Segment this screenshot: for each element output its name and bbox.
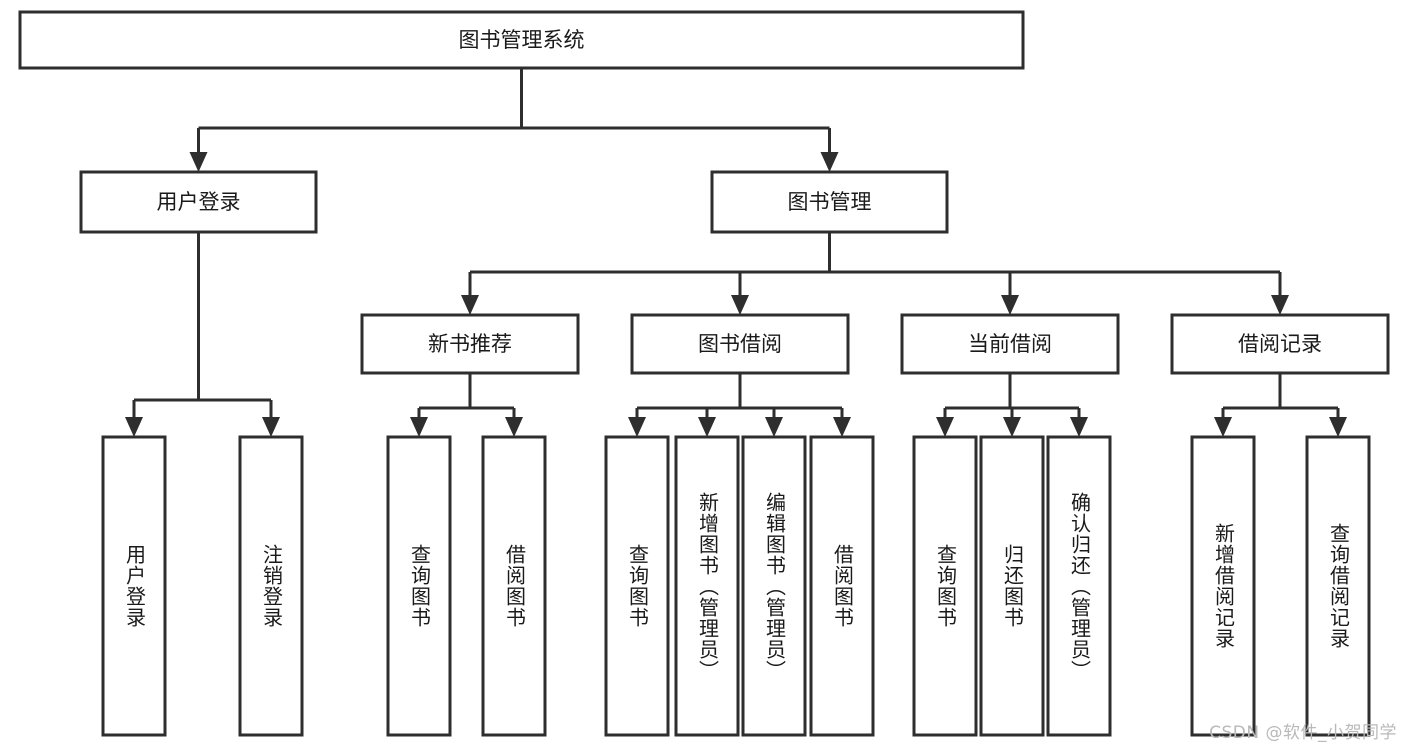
arrow-head-icon (461, 295, 479, 315)
node-layer: 图书管理系统用户登录图书管理新书推荐图书借阅当前借阅借阅记录用户登录注销登录查询… (18, 10, 1390, 737)
node-label: 查询图书 (933, 544, 958, 628)
node-label-wrap: 查询借阅记录 (1326, 523, 1351, 649)
arrow-head-icon (125, 417, 143, 437)
node-box (481, 435, 547, 737)
node-box (1170, 313, 1390, 375)
node-用户登录[interactable]: 用户登录 (79, 170, 318, 234)
node-label: 借阅记录 (1238, 332, 1322, 356)
connector-layer (125, 68, 1347, 437)
arrow-head-icon (262, 417, 280, 437)
node-新增图书管理员[interactable]: 新增图书（管理员） (674, 435, 740, 737)
node-box (1190, 435, 1256, 737)
node-box (674, 435, 740, 737)
node-图书管理系统[interactable]: 图书管理系统 (18, 10, 1025, 70)
node-label: 归还图书 (1000, 544, 1025, 628)
arrow-head-icon (1271, 295, 1289, 315)
node-label: 查询图书 (407, 544, 432, 628)
node-label: 查询借阅记录 (1326, 523, 1351, 649)
arrow-head-icon (936, 417, 954, 437)
node-借阅图书[interactable]: 借阅图书 (809, 435, 875, 737)
node-借阅记录[interactable]: 借阅记录 (1170, 313, 1390, 375)
node-label: 借阅图书 (502, 544, 527, 628)
node-查询借阅记录[interactable]: 查询借阅记录 (1305, 435, 1371, 737)
node-label-wrap: 确认归还（管理员） (1067, 491, 1092, 681)
node-box (238, 435, 304, 737)
arrow-head-icon (189, 152, 208, 172)
arrow-head-icon (698, 417, 716, 437)
node-box (912, 435, 978, 737)
node-box (101, 435, 167, 737)
arrow-head-icon (1003, 417, 1021, 437)
arrow-head-icon (505, 417, 523, 437)
node-box (360, 313, 580, 375)
node-label-wrap: 归还图书 (1000, 544, 1025, 628)
node-label-wrap: 用户登录 (122, 544, 147, 628)
node-label-wrap: 查询图书 (407, 544, 432, 628)
node-label: 用户登录 (122, 544, 147, 628)
node-box (741, 435, 807, 737)
node-label: 新增图书（管理员） (695, 491, 720, 681)
node-label: 新书推荐 (428, 332, 512, 356)
node-图书管理[interactable]: 图书管理 (710, 170, 949, 234)
node-label-wrap: 编辑图书（管理员） (762, 491, 787, 681)
node-用户登录[interactable]: 用户登录 (101, 435, 167, 737)
node-图书借阅[interactable]: 图书借阅 (630, 313, 850, 375)
node-box (18, 10, 1025, 70)
node-box (1046, 435, 1112, 737)
node-label-wrap: 注销登录 (259, 544, 284, 628)
node-box (630, 313, 850, 375)
node-查询图书[interactable]: 查询图书 (386, 435, 452, 737)
arrow-head-icon (1329, 417, 1347, 437)
node-查询图书[interactable]: 查询图书 (604, 435, 670, 737)
node-label: 图书借阅 (698, 332, 782, 356)
node-label: 用户登录 (157, 190, 241, 214)
csdn-watermark: CSDN @软件_小贺同学 (1209, 723, 1397, 743)
node-label: 图书管理系统 (459, 28, 585, 52)
node-box (604, 435, 670, 737)
node-label-wrap: 查询图书 (933, 544, 958, 628)
node-box (979, 435, 1045, 737)
node-借阅图书[interactable]: 借阅图书 (481, 435, 547, 737)
arrow-head-icon (833, 417, 851, 437)
node-注销登录[interactable]: 注销登录 (238, 435, 304, 737)
node-label-wrap: 查询图书 (625, 544, 650, 628)
node-新书推荐[interactable]: 新书推荐 (360, 313, 580, 375)
arrow-head-icon (1214, 417, 1232, 437)
node-box (79, 170, 318, 234)
node-label: 查询图书 (625, 544, 650, 628)
node-编辑图书管理员[interactable]: 编辑图书（管理员） (741, 435, 807, 737)
node-label: 注销登录 (259, 544, 284, 628)
node-查询图书[interactable]: 查询图书 (912, 435, 978, 737)
node-归还图书[interactable]: 归还图书 (979, 435, 1045, 737)
node-label-wrap: 新增图书（管理员） (695, 491, 720, 681)
node-当前借阅[interactable]: 当前借阅 (900, 313, 1120, 375)
node-box (710, 170, 949, 234)
node-label: 借阅图书 (830, 544, 855, 628)
arrow-head-icon (1070, 417, 1088, 437)
arrow-head-icon (628, 417, 646, 437)
node-label-wrap: 新增借阅记录 (1211, 523, 1236, 649)
arrow-head-icon (765, 417, 783, 437)
arrow-head-icon (731, 295, 749, 315)
node-label: 确认归还（管理员） (1067, 491, 1092, 681)
node-box (900, 313, 1120, 375)
node-box (809, 435, 875, 737)
node-box (386, 435, 452, 737)
node-label-wrap: 借阅图书 (830, 544, 855, 628)
arrow-head-icon (820, 152, 839, 172)
node-label-wrap: 借阅图书 (502, 544, 527, 628)
node-box (1305, 435, 1371, 737)
node-新增借阅记录[interactable]: 新增借阅记录 (1190, 435, 1256, 737)
node-label: 新增借阅记录 (1211, 523, 1236, 649)
node-label: 当前借阅 (968, 332, 1052, 356)
arrow-head-icon (1001, 295, 1019, 315)
node-label: 图书管理 (788, 190, 872, 214)
arrow-head-icon (410, 417, 428, 437)
node-确认归还管理员[interactable]: 确认归还（管理员） (1046, 435, 1112, 737)
node-label: 编辑图书（管理员） (762, 491, 787, 681)
